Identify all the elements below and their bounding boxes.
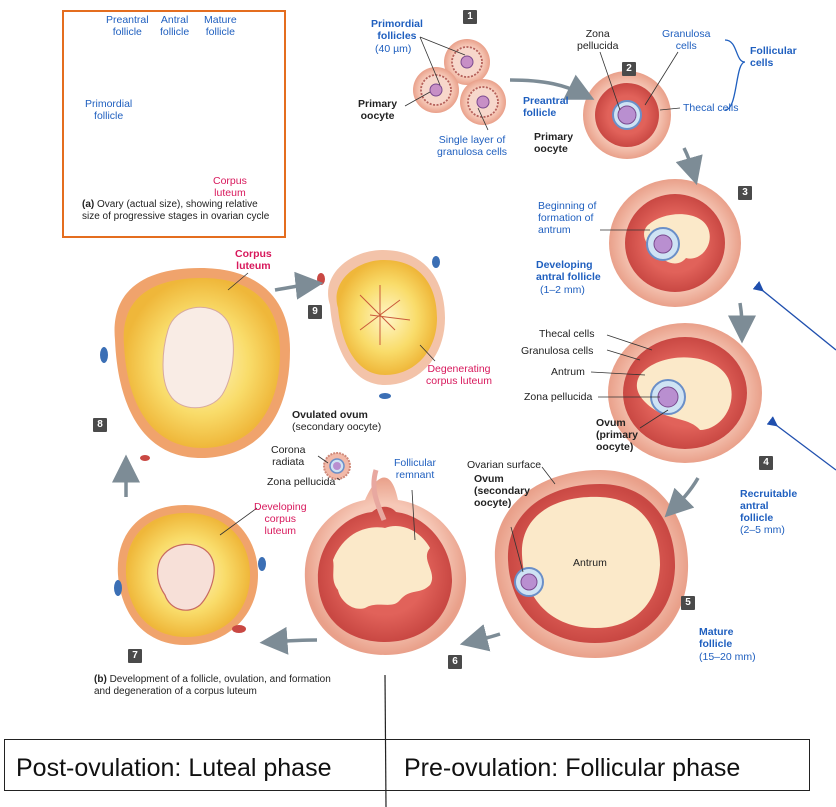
inset-caption: (a) Ovary (actual size), showing relativ… (82, 199, 270, 222)
phase-follicular-label: Pre-ovulation: Follicular phase (404, 754, 741, 782)
label-granulosa-cells-4: Granulosa cells (521, 345, 594, 357)
label-beginning-antrum: Beginning of formation of antrum (538, 200, 597, 236)
label-primary-oocyte-1: Primary oocyte (358, 98, 398, 122)
phase-luteal-label: Post-ovulation: Luteal phase (16, 754, 332, 782)
annotation-arrows (752, 281, 836, 471)
label-preantral-follicle: Preantral follicle (106, 14, 149, 38)
label-follicular-remnant: Follicular remnant (394, 457, 437, 481)
label-recruitable-antral-follicle: Recruitable antral follicle (740, 488, 798, 524)
stage-4-recruitable-antral-follicle (608, 323, 762, 463)
label-thecal-cells-2: Thecal cells (683, 102, 739, 114)
label-mature-size: (15–20 mm) (699, 651, 756, 663)
figure-caption-b: (b) Development of a follicle, ovulation… (94, 674, 331, 697)
label-developing-antral-size: (1–2 mm) (540, 284, 585, 296)
label-antrum-5: Antrum (573, 557, 607, 569)
label-ovulated-sub: (secondary oocyte) (292, 421, 382, 433)
leader-lines (126, 35, 681, 573)
label-developing-corpus-luteum: Developing corpus luteum (254, 501, 307, 537)
label-zona-pellucida-6: Zona pellucida (267, 476, 336, 488)
label-corpus-luteum-inset: Corpus luteum (213, 175, 247, 199)
label-primordial-follicle-inset: Primordial follicle (85, 98, 133, 122)
phase-divider-line (384, 674, 387, 807)
label-preantral-follicle: Preantral follicle (523, 95, 569, 119)
phase-label-box (4, 739, 810, 791)
stage-number-4: 4 (759, 456, 773, 470)
follicular-cells-bracket (724, 39, 746, 111)
label-primordial-follicles: Primordial follicles (371, 18, 423, 42)
stage-number-9: 9 (308, 305, 322, 319)
label-mature-follicle: Mature follicle (204, 14, 237, 38)
stage-8-corpus-luteum (100, 268, 291, 461)
label-recruitable-size: (2–5 mm) (740, 524, 785, 536)
stage-number-1: 1 (463, 10, 477, 24)
stage-number-6: 6 (448, 655, 462, 669)
label-developing-antral-follicle: Developing antral follicle (536, 259, 601, 283)
progression-arrows (112, 74, 756, 655)
stage-number-8: 8 (93, 418, 107, 432)
stage-3-developing-antral-follicle (609, 179, 741, 307)
label-degenerating-corpus-luteum: Degenerating corpus luteum (426, 363, 492, 387)
label-ovum-secondary-oocyte: Ovum (secondary oocyte) (474, 473, 531, 509)
ovary-inset-frame (62, 10, 286, 238)
stage-1-primordial-follicles (413, 39, 506, 125)
label-follicular-cells: Follicular cells (750, 45, 797, 69)
stage-7-developing-corpus-luteum (114, 505, 266, 645)
stage-5-mature-follicle (494, 470, 689, 658)
stage-number-5: 5 (681, 596, 695, 610)
label-antral-follicle: Antral follicle (160, 14, 190, 38)
label-ovulated-ovum: Ovulated ovum (292, 409, 368, 421)
label-primordial-size: (40 µm) (375, 43, 412, 55)
stage-9-degenerating-corpus-luteum (317, 250, 445, 399)
label-ovum-primary-oocyte: Ovum (primary oocyte) (596, 417, 639, 453)
label-corona-radiata: Corona radiata (271, 444, 306, 468)
stage-number-3: 3 (738, 186, 752, 200)
stage-2-preantral-follicle (583, 71, 671, 159)
label-antrum-4: Antrum (551, 366, 585, 378)
label-primary-oocyte-2: Primary oocyte (534, 131, 574, 155)
label-corpus-luteum: Corpus luteum (235, 248, 272, 272)
label-zona-pellucida-2: Zona pellucida (577, 28, 619, 52)
label-mature-follicle: Mature follicle (699, 626, 734, 650)
stage-6-ovulation-follicular-remnant (304, 452, 467, 655)
label-single-layer-granulosa: Single layer of granulosa cells (437, 134, 508, 158)
label-granulosa-cells-2: Granulosa cells (662, 28, 711, 52)
stage-number-2: 2 (622, 62, 636, 76)
stage-number-7: 7 (128, 649, 142, 663)
label-ovarian-surface: Ovarian surface (467, 459, 542, 471)
label-zona-pellucida-4: Zona pellucida (524, 391, 593, 403)
label-thecal-cells-4: Thecal cells (539, 328, 595, 340)
